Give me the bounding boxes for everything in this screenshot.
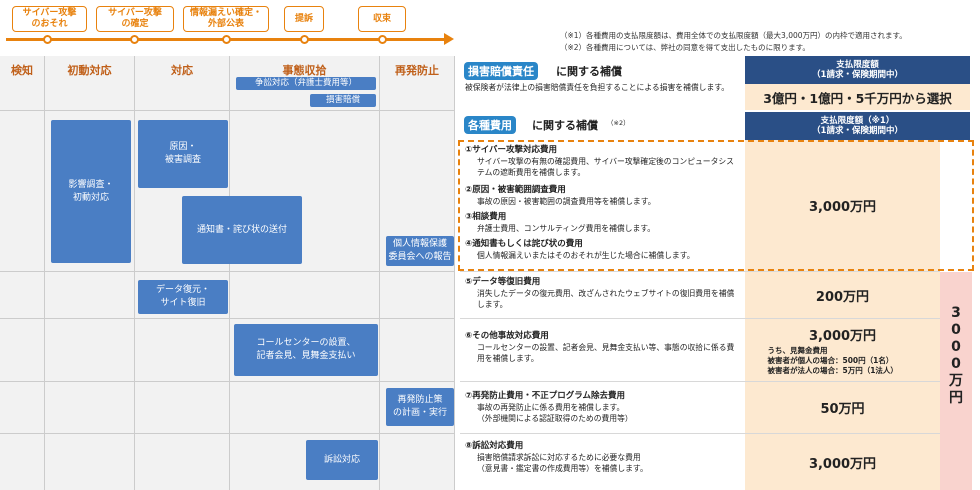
- expense-item-3: ③相談費用 弁護士費用、コンサルティング費用を補償します。: [465, 211, 740, 234]
- box-recurrence-prevention: 再発防止策 の計画・実行: [386, 388, 454, 426]
- row-divider: [0, 271, 455, 272]
- expense-item-4: ④通知書もしくは詫び状の費用 個人情報漏えいまたはそのおそれが生じた場合に補償し…: [465, 238, 740, 261]
- box-data-restore: データ復元・ サイト復旧: [138, 280, 228, 314]
- expense-item-text: 個人情報漏えいまたはそのおそれが生じた場合に補償します。: [477, 251, 695, 260]
- limit-items-1-4: 3,000万円: [745, 140, 940, 271]
- row-divider: [0, 318, 455, 319]
- expenses-limit-header: 支払限度額（※1） （1請求・保険期間中）: [745, 112, 970, 140]
- expense-item-7: ⑦再発防止費用・不正プログラム除去費用 事故の再発防止に係る費用を補償します。 …: [465, 390, 740, 424]
- timeline-tag-lawsuit: 提訴: [284, 6, 324, 32]
- limit-item-8: 3,000万円: [745, 434, 940, 490]
- timeline-dot: [43, 35, 52, 44]
- expenses-badge: 各種費用: [464, 116, 516, 134]
- timeline-tag-resolution: 収束: [358, 6, 406, 32]
- note-1: （※1）各種費用の支払限度額は、費用全体での支払限度額（最大3,000万円）の内…: [560, 31, 907, 40]
- timeline-dot: [222, 35, 231, 44]
- limit-item-6: 3,000万円 うち、見舞金費用 被害者が個人の場合：500円（1名） 被害者が…: [745, 319, 940, 381]
- expense-item-title: ④通知書もしくは詫び状の費用: [465, 239, 583, 249]
- timeline-dot: [130, 35, 139, 44]
- col-header-initial: 初動対応: [45, 56, 135, 110]
- note-2: （※2）各種費用については、弊社の同意を得て支出したものに限ります。: [560, 43, 810, 52]
- timeline-tag-attack-confirmed: サイバー攻撃 の確定: [96, 6, 174, 32]
- box-ppc-report: 個人情報保護 委員会への報告: [386, 236, 454, 266]
- expense-item-text: 事故の再発防止に係る費用を補償します。 （外部機関による認証取得のための費用等）: [477, 403, 633, 423]
- expense-item-text: 損害賠償請求訴訟に対応するために必要な費用 （意見書・鑑定書の作成費用等）を補償…: [477, 453, 648, 473]
- row-divider: [0, 381, 455, 382]
- col-header-prevent: 再発防止: [380, 56, 455, 110]
- timeline-tag-leak-confirmed: 情報漏えい確定・ 外部公表: [183, 6, 269, 32]
- liability-badge: 損害賠償責任: [464, 62, 538, 80]
- timeline-dot: [378, 35, 387, 44]
- box-impact-initial: 影響調査・ 初動対応: [51, 120, 131, 263]
- pill-damages: 損害賠償: [310, 94, 376, 107]
- expense-item-2: ②原因・被害範囲調査費用 事故の原因・被害範囲の調査費用等を補償します。: [465, 184, 740, 207]
- expense-row-divider: [460, 271, 940, 272]
- box-notification: 通知書・詫び状の送付: [182, 196, 302, 264]
- row-divider: [0, 433, 455, 434]
- limit-item-6-sub3: 被害者が法人の場合：5万円（1法人）: [767, 365, 898, 375]
- expense-item-title: ③相談費用: [465, 212, 507, 222]
- expenses-title-note: （※2）: [607, 119, 630, 127]
- expenses-title: に関する補償: [532, 119, 598, 132]
- box-call-center: コールセンターの設置、 記者会見、見舞金支払い: [234, 324, 378, 376]
- col-bg: [0, 110, 45, 490]
- pill-litigation: 争訟対応（弁護士費用等）: [236, 77, 376, 90]
- expense-row-divider: [460, 318, 940, 319]
- expense-row-divider: [460, 381, 940, 382]
- total-limit-column: [940, 272, 972, 490]
- expense-item-title: ①サイバー攻撃対応費用: [465, 145, 558, 155]
- col-bg: [380, 110, 455, 490]
- col-header-detect: 検知: [0, 56, 45, 110]
- expense-item-text: 事故の原因・被害範囲の調査費用等を補償します。: [477, 197, 656, 206]
- limit-item-6-sub: うち、見舞金費用 被害者が個人の場合：500円（1名） 被害者が法人の場合：5万…: [768, 346, 918, 376]
- expense-item-title: ⑥その他事故対応費用: [465, 331, 549, 341]
- limit-item-6-sub1: うち、見舞金費用: [767, 345, 828, 355]
- limit-item-5: 200万円: [745, 272, 940, 318]
- expense-item-5: ⑤データ等復旧費用 消失したデータの復元費用、改ざんされたウェブサイトの復旧費用…: [465, 276, 740, 310]
- timeline-tag-attack-risk: サイバー攻撃 のおそれ: [12, 6, 87, 32]
- limit-item-6-value: 3,000万円: [808, 328, 877, 344]
- expense-item-title: ⑦再発防止費用・不正プログラム除去費用: [465, 391, 625, 401]
- limit-item-7: 50万円: [745, 382, 940, 433]
- dashed-highlight-box: [458, 140, 974, 271]
- col-header-response: 対応: [135, 56, 230, 110]
- expense-item-title: ⑤データ等復旧費用: [465, 277, 541, 287]
- box-cause-investigation: 原因・ 被害調査: [138, 120, 228, 188]
- row-divider: [0, 110, 455, 111]
- expense-item-text: コールセンターの設置、記者会見、見舞金支払い等、事態の収拾に係る費用を補償します…: [477, 343, 735, 363]
- expense-item-text: 弁護士費用、コンサルティング費用を補償します。: [477, 224, 656, 233]
- expense-item-8: ⑧訴訟対応費用 損害賠償請求訴訟に対応するために必要な費用 （意見書・鑑定書の作…: [465, 440, 740, 474]
- expense-item-title: ⑧訴訟対応費用: [465, 441, 524, 451]
- expense-item-6: ⑥その他事故対応費用 コールセンターの設置、記者会見、見舞金支払い等、事態の収拾…: [465, 330, 740, 364]
- liability-desc: 被保険者が法律上の損害賠償責任を負担することによる損害を補償します。: [465, 83, 730, 92]
- timeline-arrow: [444, 33, 454, 45]
- expense-row-divider: [460, 433, 940, 434]
- timeline-dot: [300, 35, 309, 44]
- box-litigation-response: 訴訟対応: [306, 440, 378, 480]
- liability-title: に関する補償: [556, 65, 622, 78]
- col-bg: [230, 110, 380, 490]
- expense-item-text: サイバー攻撃の有無の確認費用、サイバー攻撃確定後のコンピュータシステムの遮断費用…: [477, 157, 734, 177]
- liability-limit-value: 3億円・1億円・5千万円から選択: [745, 84, 970, 110]
- expense-item-text: 消失したデータの復元費用、改ざんされたウェブサイトの復旧費用を補償します。: [477, 289, 735, 309]
- expense-item-title: ②原因・被害範囲調査費用: [465, 185, 566, 195]
- limit-item-6-sub2: 被害者が個人の場合：500円（1名）: [767, 355, 894, 365]
- expense-item-1: ①サイバー攻撃対応費用 サイバー攻撃の有無の確認費用、サイバー攻撃確定後のコンピ…: [465, 144, 740, 178]
- liability-limit-header: 支払限度額 （1請求・保険期間中）: [745, 56, 970, 84]
